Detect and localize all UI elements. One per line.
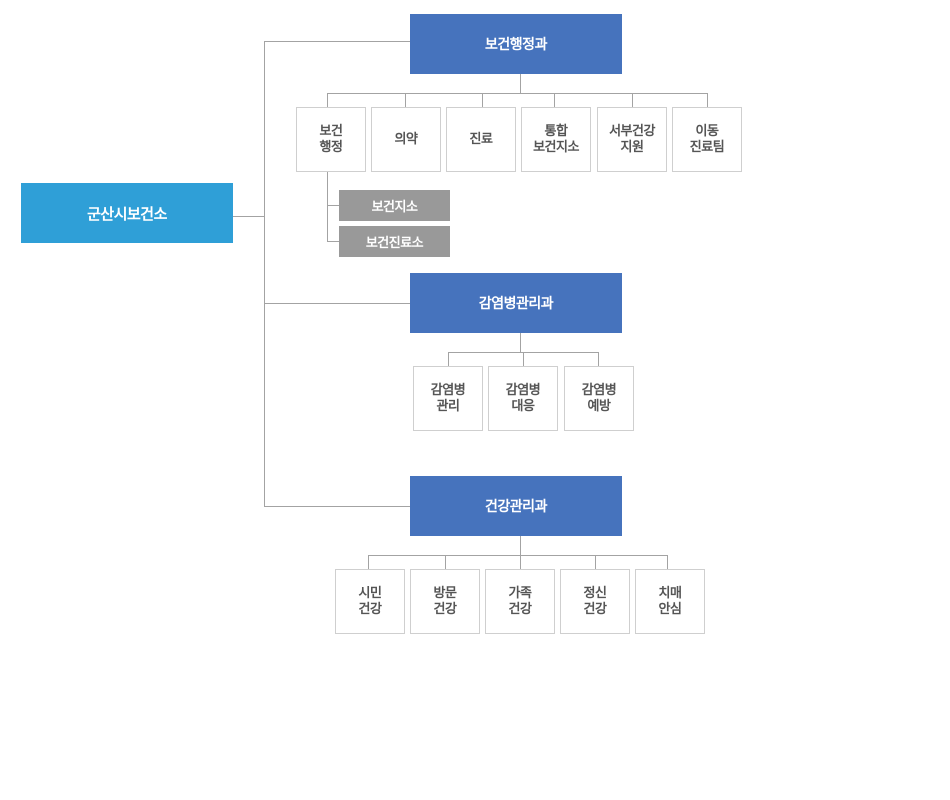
connector-line [667, 555, 668, 569]
connector-line [598, 352, 599, 366]
team-box: 가족 건강 [485, 569, 555, 634]
department-infectious-disease: 감염병관리과 [410, 273, 622, 333]
department-health-admin: 보건행정과 [410, 14, 622, 74]
team-box: 진료 [446, 107, 516, 172]
team-box: 정신 건강 [560, 569, 630, 634]
connector-line [327, 93, 708, 94]
team-box: 보건 행정 [296, 107, 366, 172]
team-box: 감염병 관리 [413, 366, 483, 431]
team-box: 이동 진료팀 [672, 107, 742, 172]
team-box: 감염병 대응 [488, 366, 558, 431]
connector-line [448, 352, 449, 366]
connector-line [554, 93, 555, 107]
connector-line [233, 216, 265, 217]
team-box: 치매 안심 [635, 569, 705, 634]
connector-line [327, 205, 339, 206]
department-health-management: 건강관리과 [410, 476, 622, 536]
connector-line [368, 555, 369, 569]
team-box: 감염병 예방 [564, 366, 634, 431]
connector-line [327, 172, 328, 241]
connector-line [520, 333, 521, 353]
connector-line [520, 536, 521, 556]
connector-line [327, 93, 328, 107]
connector-line [520, 555, 521, 569]
team-box: 방문 건강 [410, 569, 480, 634]
connector-line [264, 41, 265, 507]
connector-line [632, 93, 633, 107]
connector-line [264, 41, 410, 42]
connector-line [327, 241, 339, 242]
connector-line [595, 555, 596, 569]
connector-line [445, 555, 446, 569]
team-box: 시민 건강 [335, 569, 405, 634]
connector-line [523, 352, 524, 366]
branch-health-clinic: 보건진료소 [339, 226, 450, 257]
connector-line [405, 93, 406, 107]
connector-line [264, 303, 410, 304]
team-box: 통합 보건지소 [521, 107, 591, 172]
connector-line [264, 506, 410, 507]
team-box: 의약 [371, 107, 441, 172]
connector-line [482, 93, 483, 107]
connector-line [707, 93, 708, 107]
branch-health-subcenter: 보건지소 [339, 190, 450, 221]
team-box: 서부건강 지원 [597, 107, 667, 172]
connector-line [368, 555, 668, 556]
root-node: 군산시보건소 [21, 183, 233, 243]
connector-line [520, 74, 521, 94]
